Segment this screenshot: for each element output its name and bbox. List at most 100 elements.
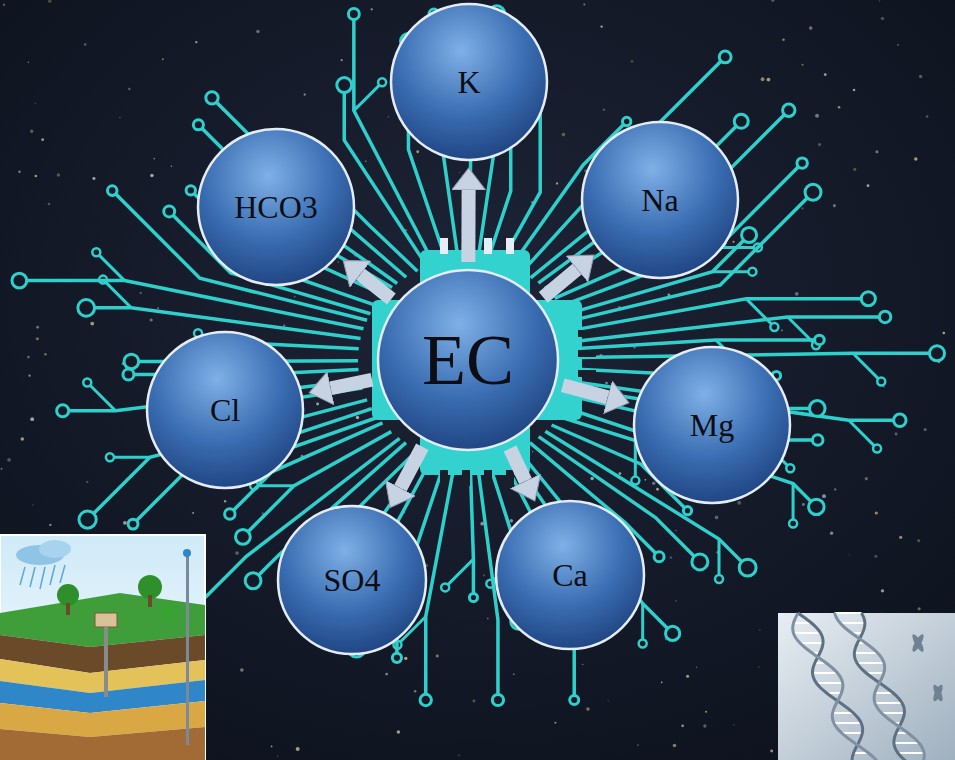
city-light [618, 472, 621, 475]
trace-pad [797, 158, 807, 168]
city-light [35, 103, 36, 104]
trace-pad [164, 206, 175, 217]
city-light [123, 521, 127, 525]
circuit-trace [470, 460, 473, 598]
ion-label: Ca [552, 559, 588, 591]
chip-pin [578, 330, 596, 337]
city-light [128, 88, 130, 90]
circuit-trace [792, 484, 795, 524]
city-light [48, 0, 52, 3]
arrow-connector [543, 269, 577, 297]
city-light [802, 64, 804, 66]
dna-rung [857, 662, 885, 664]
trace-pad [879, 311, 890, 322]
city-light [582, 664, 584, 666]
city-light [316, 403, 319, 406]
ion-label: Cl [210, 394, 240, 426]
city-light [28, 375, 30, 377]
city-light [686, 675, 689, 678]
city-light [824, 73, 827, 76]
city-light [7, 458, 11, 462]
trace-pad [128, 519, 138, 529]
dna-rung [875, 702, 903, 704]
city-light [139, 292, 141, 294]
arrow-connector [331, 380, 372, 388]
circuit-trace [641, 603, 644, 643]
city-light [809, 26, 813, 30]
trace-pad [654, 552, 664, 562]
trace-pad [492, 694, 503, 705]
circuit-trace [545, 110, 789, 288]
illustration-frame [0, 535, 205, 760]
city-light [283, 325, 285, 327]
trace-pad [786, 464, 794, 472]
city-light [459, 172, 460, 173]
chip-pin [484, 238, 492, 254]
city-light [150, 174, 154, 178]
trace-pad [469, 593, 477, 601]
city-light [631, 60, 634, 63]
dna-strand [835, 613, 925, 760]
dna-strand [854, 613, 908, 760]
trace-pad [420, 694, 431, 705]
trace-pad [78, 299, 95, 316]
city-light [510, 519, 514, 523]
trace-pad [805, 184, 821, 200]
city-light [1, 468, 3, 470]
city-light [815, 114, 819, 118]
trace-pad [789, 520, 797, 528]
ion-circle: HCO3 [196, 127, 356, 287]
city-light [150, 318, 153, 321]
trace-pad [83, 378, 91, 386]
city-light [385, 673, 388, 676]
circuit-trace [96, 252, 124, 280]
arrow-connector [461, 190, 475, 262]
city-light [838, 106, 841, 109]
city-light [416, 150, 419, 153]
circuit-trace [354, 82, 382, 110]
city-light [881, 589, 884, 592]
city-light [782, 39, 784, 41]
city-light [513, 673, 515, 675]
city-light [294, 296, 296, 298]
city-light [853, 89, 856, 92]
circuit-trace [445, 559, 473, 587]
ion-circle: SO4 [276, 504, 428, 656]
city-light [277, 755, 278, 756]
dna-rung [812, 672, 837, 674]
trace-pad [79, 511, 96, 528]
city-light [603, 108, 605, 110]
trace-pad [812, 435, 823, 446]
city-light [733, 724, 734, 725]
city-light [256, 30, 259, 33]
city-light [637, 744, 639, 746]
city-light [590, 477, 593, 480]
trace-pad [715, 575, 723, 583]
circle-shape [147, 332, 303, 488]
city-light [162, 58, 164, 60]
city-light [605, 382, 608, 385]
city-light [867, 184, 870, 187]
city-light [35, 175, 38, 178]
circuit-trace [853, 353, 881, 381]
city-light [918, 607, 921, 610]
city-light [562, 133, 566, 137]
city-light [532, 451, 533, 452]
dna-rung [840, 622, 865, 624]
circle-shape [634, 347, 790, 503]
chromosome [910, 633, 944, 703]
trace-pad [929, 346, 944, 361]
circuit-trace [103, 280, 131, 308]
dna-rung [854, 652, 878, 654]
circuit-trace [477, 460, 498, 700]
city-light [157, 307, 159, 309]
chip-pin [578, 370, 596, 377]
city-light [758, 666, 760, 668]
chip-pin [578, 350, 596, 357]
trace-pad [639, 639, 647, 647]
trace-pad [815, 335, 825, 345]
circuit-trace [718, 539, 721, 579]
city-light [356, 416, 359, 419]
city-light [715, 516, 719, 520]
circuit-trace [576, 317, 885, 341]
